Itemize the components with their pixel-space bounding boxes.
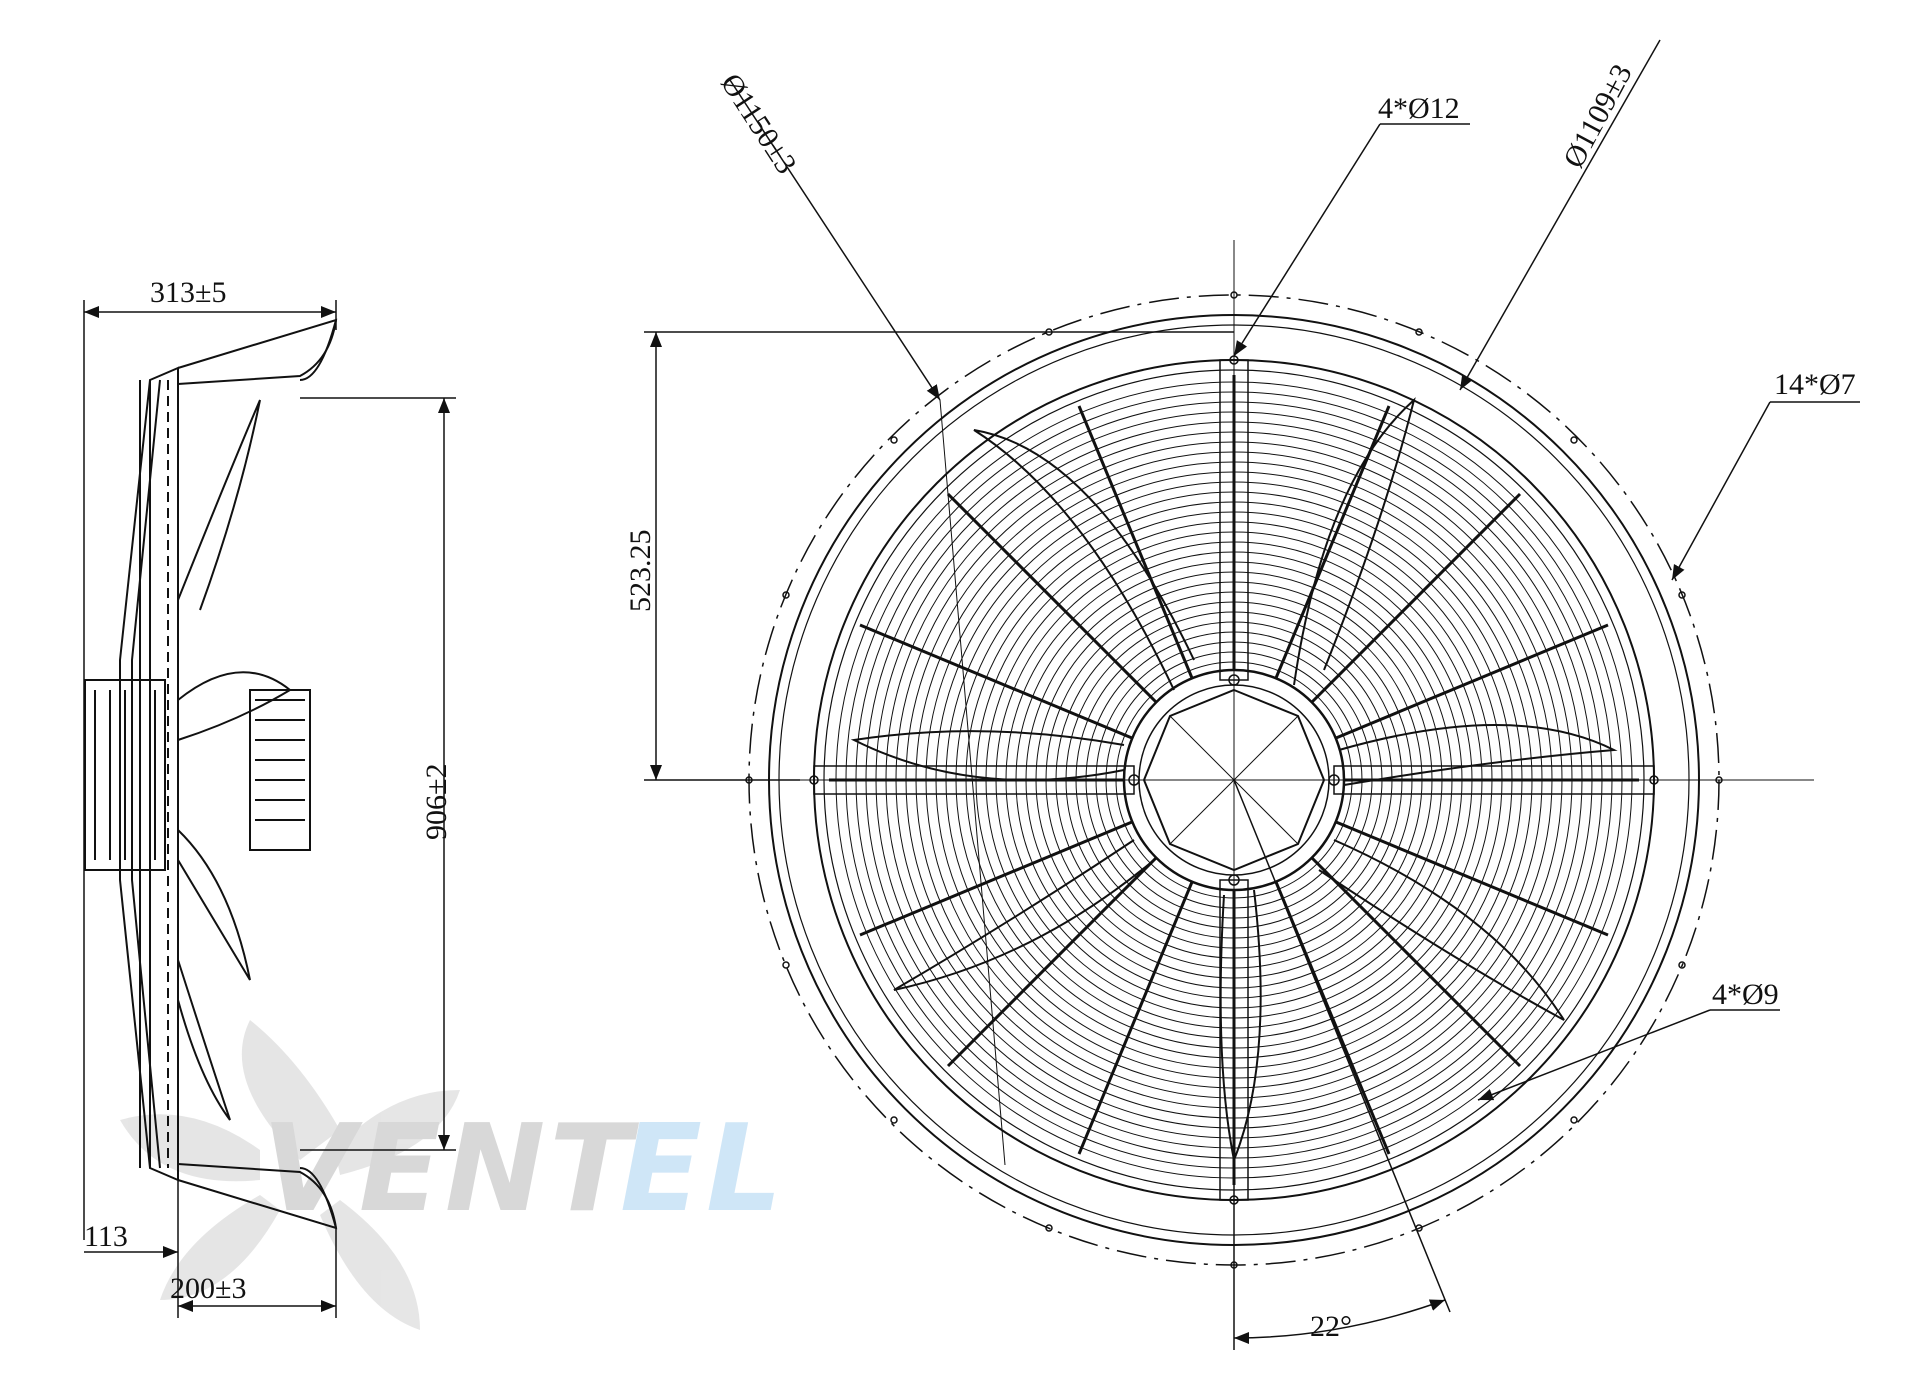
label-inner-diameter: Ø1109±3 xyxy=(1557,59,1639,173)
label-radius-dim: 523.25 xyxy=(624,530,657,613)
side-view: 313±5 906±2 113 200±3 xyxy=(83,276,456,1318)
leader-bottom-holes xyxy=(1477,1009,1780,1101)
watermark-text-el: EL xyxy=(620,1100,786,1239)
dim-side-depth xyxy=(177,1228,337,1318)
watermark-fan-logo xyxy=(120,1020,460,1330)
watermark-text-vent: VENT xyxy=(262,1100,639,1239)
label-side-width: 313±5 xyxy=(150,276,226,309)
label-ring-holes: 14*Ø7 xyxy=(1774,368,1856,401)
dim-side-width xyxy=(83,300,337,1240)
centerlines xyxy=(644,240,1814,1340)
front-view xyxy=(644,240,1814,1340)
leader-inner-diameter xyxy=(1459,39,1661,391)
label-top-holes: 4*Ø12 xyxy=(1378,92,1460,125)
dim-side-height xyxy=(300,397,456,1151)
label-outer-diameter: Ø1150±3 xyxy=(714,68,803,180)
label-side-height: 906±2 xyxy=(420,764,453,840)
label-angle: 22° xyxy=(1310,1310,1352,1343)
label-side-offset: 113 xyxy=(84,1220,128,1253)
leader-top-holes xyxy=(1233,123,1470,357)
label-side-depth: 200±3 xyxy=(170,1272,246,1305)
label-bottom-holes: 4*Ø9 xyxy=(1712,978,1779,1011)
dim-radius xyxy=(644,331,1234,781)
dim-angle xyxy=(1233,779,1451,1350)
leader-outer-diameter xyxy=(729,79,1006,1166)
leader-ring-holes xyxy=(1671,401,1860,581)
dim-side-offset xyxy=(84,1180,179,1260)
